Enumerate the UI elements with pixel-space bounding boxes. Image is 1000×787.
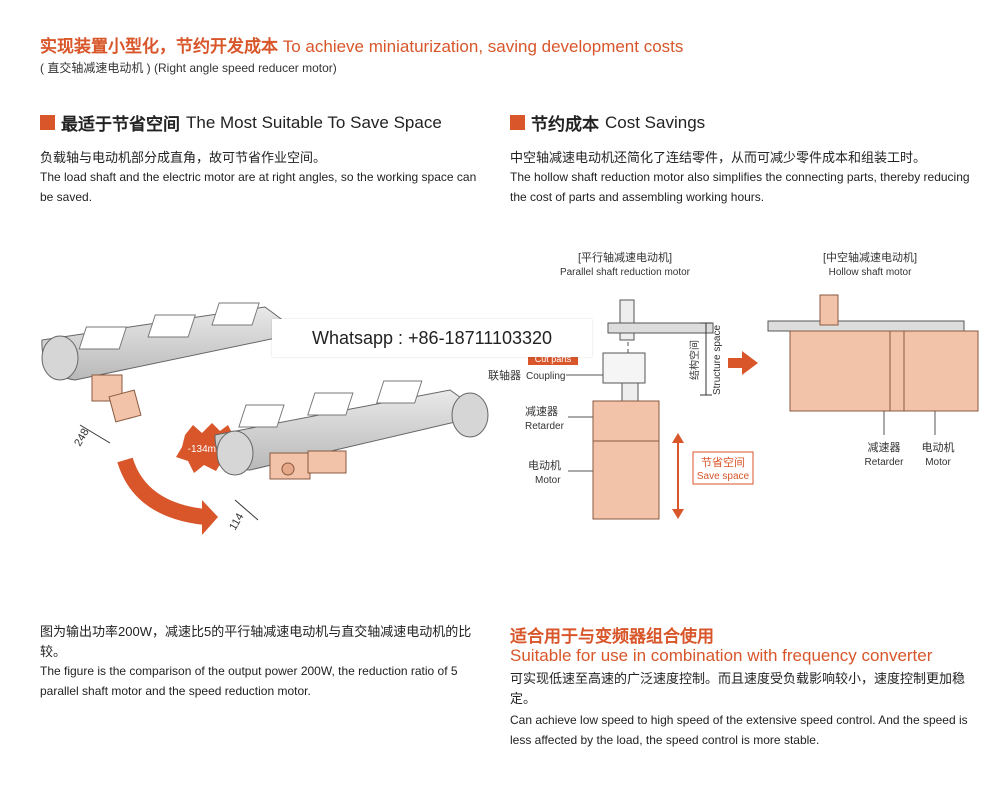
page-subtitle: ( 直交轴减速电动机 ) (Right angle speed reducer … — [40, 61, 337, 75]
curved-arrow-icon — [117, 457, 207, 525]
comparison-body-zh: 图为输出功率200W，减速比5的平行轴减速电动机与直交轴减速电动机的比较。 — [40, 624, 472, 659]
coupling-label-zh: 联轴器 — [488, 368, 521, 382]
square-bullet-icon — [40, 115, 55, 130]
retarder-label-zh: 减速器 — [525, 405, 558, 418]
motor-comparison-figure: [平行轴减速电动机] Parallel shaft reduction moto… — [488, 250, 979, 520]
parallel-label-en: Parallel shaft reduction motor — [560, 267, 691, 278]
save-space-label-zh: 节省空间 — [701, 455, 745, 469]
cut-parts-label: Cut parts — [535, 354, 572, 364]
title-zh: 实现装置小型化，节约开发成本 — [40, 37, 278, 56]
coupling-label-en: Coupling — [526, 371, 565, 382]
hollow-motor-label-en: Motor — [925, 457, 951, 468]
section-space-body-zh: 负载轴与电动机部分成直角，故可节省作业空间。 — [40, 150, 327, 165]
hollow-motor-drawing: 减速器 Retarder 电动机 Motor — [767, 294, 979, 468]
section-cost-body-en: The hollow shaft reduction motor also si… — [510, 170, 970, 204]
section-cost-heading-zh: 节约成本 — [531, 115, 599, 134]
parallel-motor-drawing: Cut parts 联轴器 Coupling 减速器 Retarder 电动机 … — [488, 299, 714, 520]
dim-line-top — [79, 424, 111, 444]
page-title: 实现装置小型化，节约开发成本 To achieve miniaturizatio… — [40, 32, 683, 57]
section-cost-body-zh: 中空轴减速电动机还简化了连结零件，从而可减少零件成本和组装工时。 — [510, 150, 927, 165]
hollow-retarder-label-en: Retarder — [865, 457, 905, 468]
comparison-body-en: The figure is the comparison of the outp… — [40, 664, 458, 698]
inverter-body-zh: 可实现低速至高速的广泛速度控制。而且速度受负载影响较小，速度控制更加稳定。 — [510, 671, 966, 706]
upper-conveyor — [41, 302, 302, 423]
hollow-label-en: Hollow shaft motor — [829, 267, 912, 278]
lower-conveyor — [214, 380, 489, 480]
parallel-label-zh: [平行轴减速电动机] — [578, 250, 672, 264]
square-bullet-icon — [510, 115, 525, 130]
conveyor-comparison-figure: 248 -134mm 114 — [41, 302, 489, 535]
section-cost-heading-en: Cost Savings — [605, 112, 706, 132]
section-space-heading-en: The Most Suitable To Save Space — [186, 112, 442, 132]
dim-line-bottom — [234, 499, 259, 521]
structure-label-en: Structure space — [712, 325, 723, 395]
section-space-body-en: The load shaft and the electric motor ar… — [40, 170, 477, 204]
section-cost-heading: 节约成本 Cost Savings — [510, 110, 705, 135]
inverter-heading-zh: 适合用于与变频器组合使用 — [510, 627, 714, 646]
dim-label-bottom: 114 — [227, 511, 246, 532]
structure-label-zh: 结构空间 — [688, 340, 701, 380]
section-space-heading-zh: 最适于节省空间 — [61, 115, 180, 134]
curved-arrow-head-icon — [202, 500, 218, 535]
whatsapp-watermark: Whatsapp : +86-18711103320 — [272, 319, 592, 357]
hollow-label-zh: [中空轴减速电动机] — [823, 250, 917, 264]
section-space-heading: 最适于节省空间 The Most Suitable To Save Space — [40, 110, 442, 135]
inverter-heading-en: Suitable for use in combination with fre… — [510, 646, 933, 665]
title-en: To achieve miniaturization, saving devel… — [282, 37, 684, 56]
motor-label-zh: 电动机 — [528, 458, 561, 472]
save-space-box — [692, 451, 754, 485]
retarder-label-en: Retarder — [525, 421, 565, 432]
hollow-retarder-label-zh: 减速器 — [868, 441, 901, 454]
right-arrow-icon — [728, 358, 742, 368]
badge-label: -134mm — [188, 444, 225, 455]
inverter-body-en: Can achieve low speed to high speed of t… — [510, 713, 968, 747]
motor-label-en: Motor — [535, 475, 561, 486]
save-space-label-en: Save space — [697, 471, 750, 482]
hollow-motor-label-zh: 电动机 — [922, 440, 955, 454]
